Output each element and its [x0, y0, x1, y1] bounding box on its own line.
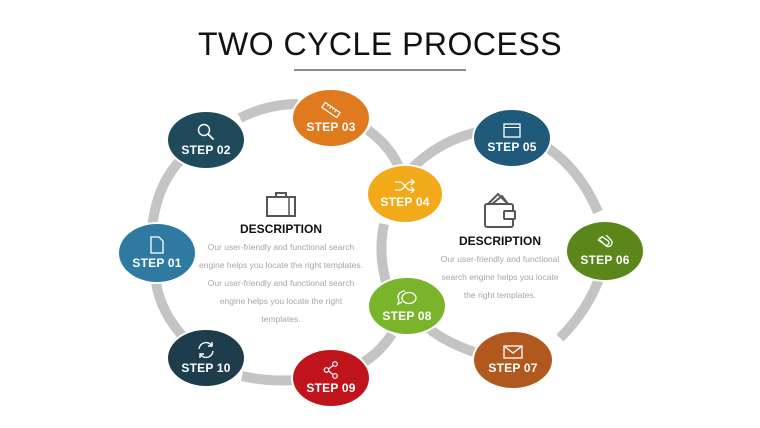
search-icon	[197, 123, 215, 141]
magnet-icon	[597, 235, 613, 248]
chat-bubbles-icon	[397, 290, 417, 306]
right-description: DESCRIPTION Our user-friendly and functi…	[430, 190, 570, 304]
arc-10-01	[151, 281, 190, 344]
step-label: STEP 07	[488, 361, 538, 375]
arc-08-09	[361, 331, 397, 367]
shuffle-icon	[395, 179, 415, 193]
ruler-icon	[321, 102, 341, 118]
title-underline	[294, 69, 466, 71]
description-text: Our user-friendly and functional search …	[440, 254, 560, 300]
step-label: STEP 05	[487, 139, 537, 154]
arc-06-07	[556, 274, 605, 342]
step-03[interactable]: STEP 03	[293, 90, 369, 146]
arc-02-03	[237, 99, 299, 123]
step-06[interactable]: STEP 06	[567, 222, 643, 280]
step-label: STEP 09	[306, 381, 356, 395]
page-title: TWO CYCLE PROCESS	[197, 26, 563, 62]
step-label: STEP 06	[580, 253, 630, 267]
briefcase-icon	[266, 192, 296, 217]
arc-03-04	[364, 126, 405, 172]
step-label: STEP 01	[132, 256, 182, 270]
step-04[interactable]: STEP 04	[368, 166, 442, 222]
left-description: DESCRIPTION Our user-friendly and functi…	[193, 190, 369, 328]
description-text: Our user-friendly and functional search …	[199, 242, 363, 324]
step-label: STEP 08	[382, 309, 432, 323]
step-07[interactable]: STEP 07	[474, 332, 552, 388]
arc-04-05	[406, 127, 480, 174]
description-heading: DESCRIPTION	[239, 222, 322, 236]
step-05[interactable]: STEP 05	[474, 110, 550, 166]
arc-07-08	[420, 320, 476, 357]
step-10[interactable]: STEP 10	[168, 330, 244, 386]
browser-window-icon	[503, 122, 521, 138]
arc-05-06	[545, 143, 603, 214]
wallet-icon	[484, 192, 516, 228]
step-label: STEP 03	[306, 120, 356, 134]
step-02[interactable]: STEP 02	[168, 112, 244, 168]
step-label: STEP 10	[181, 361, 231, 375]
step-label: STEP 02	[181, 143, 231, 157]
share-icon	[323, 361, 338, 379]
refresh-icon	[198, 341, 214, 359]
arc-09-10	[240, 371, 295, 386]
step-08[interactable]: STEP 08	[369, 278, 445, 334]
step-label: STEP 04	[380, 195, 430, 209]
description-heading: DESCRIPTION	[458, 234, 541, 248]
arc-04-08	[376, 222, 391, 284]
envelope-icon	[503, 345, 523, 359]
document-icon	[150, 236, 164, 254]
step-01[interactable]: STEP 01	[119, 224, 195, 282]
step-09[interactable]: STEP 09	[293, 350, 369, 406]
